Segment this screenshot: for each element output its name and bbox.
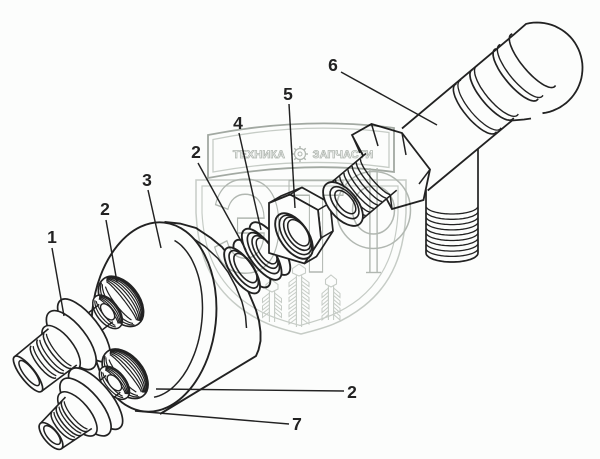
svg-text:ЗАПЧАСТИ: ЗАПЧАСТИ	[313, 149, 374, 161]
svg-text:3: 3	[142, 170, 152, 190]
svg-text:Э: Э	[212, 153, 283, 301]
svg-text:7: 7	[292, 414, 302, 434]
svg-text:2: 2	[347, 382, 357, 402]
svg-text:1: 1	[47, 227, 57, 247]
svg-text:Т: Т	[288, 153, 344, 301]
svg-text:2: 2	[191, 142, 201, 162]
svg-text:6: 6	[328, 55, 338, 75]
svg-text:4: 4	[233, 113, 243, 133]
svg-text:2: 2	[100, 199, 110, 219]
svg-text:5: 5	[283, 84, 293, 104]
svg-text:ТЕХНИКА: ТЕХНИКА	[233, 149, 285, 161]
